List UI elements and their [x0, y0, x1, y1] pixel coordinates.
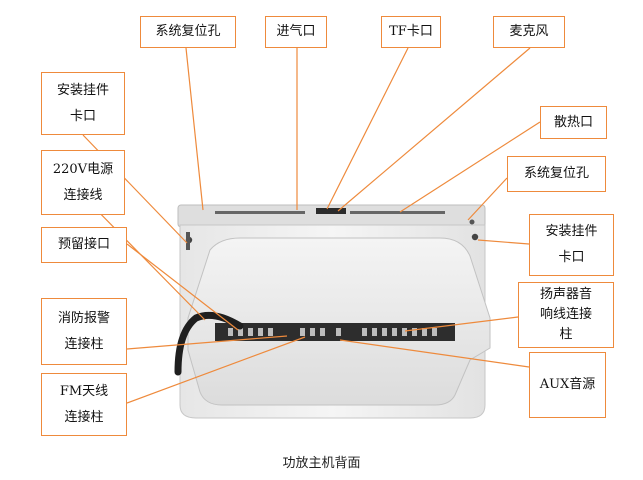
label-air-inlet: 进气口 [265, 16, 327, 48]
label-mount-left: 安装挂件 卡口 [41, 72, 125, 135]
label-reset-right: 系统复位孔 [507, 156, 606, 192]
top-vent-slots [215, 211, 445, 214]
label-speaker-line: 扬声器音 响线连接 柱 [518, 282, 614, 348]
label-mount-right: 安装挂件 卡口 [529, 214, 614, 276]
label-fire-alarm: 消防报警 连接柱 [41, 298, 127, 365]
mount-slot-left [186, 232, 190, 250]
label-aux-source: AUX音源 [529, 352, 606, 418]
power-cable [174, 311, 244, 376]
label-microphone: 麦克风 [493, 16, 565, 48]
label-reset-top: 系统复位孔 [140, 16, 236, 48]
label-power-line: 220V电源 连接线 [41, 150, 125, 215]
label-heat-vent: 散热口 [540, 106, 607, 139]
figure-caption: 功放主机背面 [282, 456, 361, 471]
label-reserved-port: 预留接口 [41, 227, 127, 263]
mount-hole-right [471, 233, 479, 241]
label-fm-antenna: FM天线 连接柱 [41, 373, 127, 436]
label-tf-slot: TF卡口 [381, 16, 441, 48]
reset-hole-right [469, 219, 475, 225]
terminal-pins [228, 328, 437, 336]
tf-slot [316, 208, 346, 214]
callout-lines [82, 47, 541, 404]
device-rear-housing [187, 237, 491, 406]
